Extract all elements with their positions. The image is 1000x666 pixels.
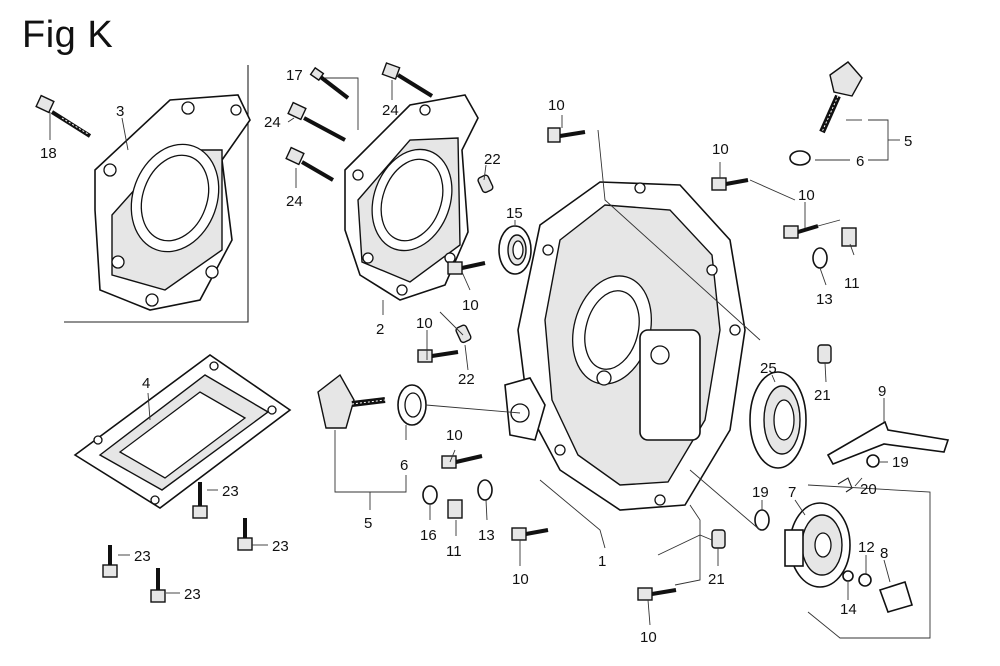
part-10-bolt-right1 — [711, 177, 749, 191]
part-23-bolt-4 — [150, 568, 166, 603]
part-6-washer-top — [789, 150, 811, 166]
part-1-crankcase — [504, 181, 746, 511]
callout-23-2: 23 — [272, 538, 289, 555]
part-22-dowel-lower — [455, 324, 472, 344]
part-25-bearing — [749, 371, 807, 469]
part-10-bolt-a — [447, 261, 486, 275]
callout-10-right2: 10 — [798, 187, 815, 204]
callout-3: 3 — [116, 103, 124, 120]
callout-10-right1: 10 — [712, 141, 729, 158]
callout-10-bottom: 10 — [640, 629, 657, 646]
part-4-base-plate — [73, 354, 292, 509]
callout-24-mid: 24 — [264, 114, 281, 131]
part-5-oil-plug-top — [819, 61, 863, 134]
callout-23-1: 23 — [222, 483, 239, 500]
callout-10-lower-mid: 10 — [512, 571, 529, 588]
callout-9: 9 — [878, 383, 886, 400]
callout-19-right: 19 — [892, 454, 909, 471]
callout-18: 18 — [40, 145, 57, 162]
part-10-bolt-top — [547, 127, 586, 143]
part-11-plug-lower — [447, 499, 463, 519]
part-10-bolt-right2 — [783, 224, 819, 239]
part-24-bolt-top — [381, 62, 434, 98]
callout-6-top: 6 — [856, 153, 864, 170]
callout-21-right: 21 — [814, 387, 831, 404]
callout-19-lower: 19 — [752, 484, 769, 501]
part-23-bolt-2 — [237, 518, 253, 551]
callout-8: 8 — [880, 545, 888, 562]
callout-12: 12 — [858, 539, 875, 556]
callout-25: 25 — [760, 360, 777, 377]
callout-6-lower: 6 — [400, 457, 408, 474]
part-5-oil-plug-lower — [317, 373, 386, 429]
part-23-bolt-3 — [102, 545, 118, 578]
part-7-governor-gear — [784, 502, 851, 588]
callout-7: 7 — [788, 484, 796, 501]
callout-10-part2: 10 — [462, 297, 479, 314]
callout-5-top: 5 — [904, 133, 912, 150]
callout-4: 4 — [142, 375, 150, 392]
part-18-bolt — [35, 94, 92, 138]
callout-21-lower: 21 — [708, 571, 725, 588]
part-21-dowel-lower — [711, 529, 726, 549]
callout-1: 1 — [598, 553, 606, 570]
part-21-dowel-right — [817, 344, 832, 364]
callout-23-4: 23 — [184, 586, 201, 603]
callout-20: 20 — [860, 481, 877, 498]
part-24-bolt-low — [285, 146, 335, 182]
part-10-bolt-lower-left — [441, 454, 483, 469]
callout-22-lower: 22 — [458, 371, 475, 388]
part-19-washer-right — [866, 454, 880, 468]
part-16-washer — [422, 485, 438, 505]
part-6-washer-lower — [397, 384, 427, 426]
callout-10-lower-left: 10 — [446, 427, 463, 444]
callout-11-right: 11 — [844, 275, 860, 292]
part-9-governor-shaft — [826, 420, 950, 466]
callout-24-low: 24 — [286, 193, 303, 210]
callout-24-top: 24 — [382, 102, 399, 119]
figure-title: Fig K — [22, 14, 114, 56]
part-24-bolt-mid — [287, 101, 346, 142]
callout-10-left: 10 — [416, 315, 433, 332]
part-12-washer — [858, 573, 872, 587]
inset-frame-part-3 — [64, 65, 249, 323]
part-8-pin — [878, 580, 914, 613]
callout-23-3: 23 — [134, 548, 151, 565]
part-14-clip — [842, 570, 854, 582]
part-13-washer-lower — [477, 479, 493, 501]
callout-11-lower: 11 — [446, 543, 462, 560]
callout-14: 14 — [840, 601, 857, 618]
part-11-plug-right — [841, 227, 857, 247]
part-2-spacer — [344, 94, 479, 301]
callout-22-upper: 22 — [484, 151, 501, 168]
callout-labels: 3 18 17 24 24 24 22 22 2 10 10 10 10 10 … — [40, 67, 912, 646]
part-10-bolt-b — [417, 349, 459, 363]
part-15-oil-seal — [498, 225, 532, 275]
part-23-bolt-1 — [192, 482, 208, 519]
part-13-washer-right — [812, 247, 828, 269]
part-10-bolt-bottom — [637, 587, 677, 601]
callout-10-top: 10 — [548, 97, 565, 114]
part-3-spacer — [94, 94, 251, 311]
part-17-bolt — [309, 66, 350, 100]
callout-13-lower: 13 — [478, 527, 495, 544]
callout-15: 15 — [506, 205, 523, 222]
callout-17: 17 — [286, 67, 303, 84]
part-22-dowel-upper — [477, 174, 494, 194]
callout-5-lower: 5 — [364, 515, 372, 532]
leader-lines — [49, 77, 931, 639]
callout-16: 16 — [420, 527, 437, 544]
part-20-pin — [837, 477, 853, 493]
callout-13-right: 13 — [816, 291, 833, 308]
callout-2: 2 — [376, 321, 384, 338]
part-10-bolt-lower-mid — [511, 527, 549, 541]
